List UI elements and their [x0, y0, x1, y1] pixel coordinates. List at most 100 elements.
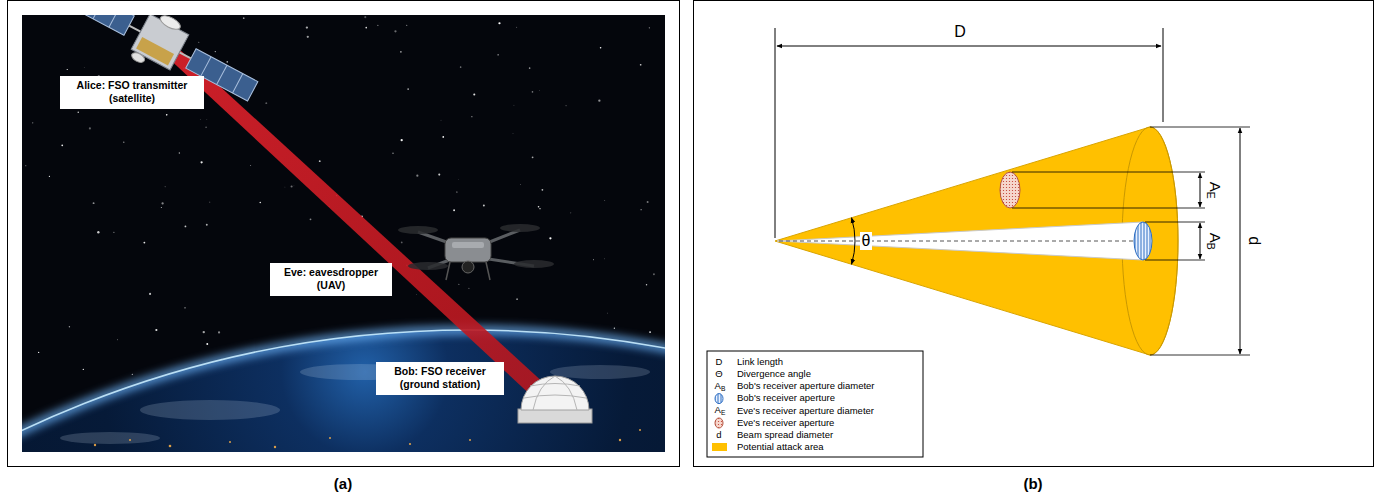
panel-frame	[694, 1, 1374, 467]
star	[143, 242, 145, 244]
legend-symbol: Θ	[715, 369, 722, 379]
legend-symbol: AE	[715, 405, 726, 416]
star	[89, 127, 91, 129]
star	[497, 54, 499, 56]
star	[83, 369, 84, 370]
label-box: Alice: FSO transmitter (satellite)	[60, 76, 204, 109]
legend-text: Eve's receiver aperture diameter	[737, 406, 874, 416]
legend-text: Bob's receiver aperture	[737, 393, 835, 403]
star	[471, 116, 472, 117]
star	[516, 298, 518, 300]
star	[32, 122, 33, 123]
star	[284, 186, 286, 188]
star	[161, 202, 163, 204]
attack-area-cone	[775, 127, 1178, 355]
star	[259, 202, 261, 204]
star	[498, 22, 500, 24]
star	[83, 66, 85, 68]
star	[25, 165, 26, 166]
beam-cone-diagram	[707, 28, 1250, 457]
star	[647, 201, 649, 203]
star	[520, 183, 522, 185]
satellite	[54, 15, 265, 116]
legend-text: Beam spread diameter	[737, 430, 833, 440]
legend-text: Bob's receiver aperture diameter	[737, 381, 875, 391]
star	[49, 176, 50, 177]
star	[460, 66, 462, 68]
star	[78, 112, 79, 113]
star	[468, 288, 469, 289]
ground-station	[518, 376, 592, 423]
laser-beam	[164, 48, 558, 400]
eve-aperture-dimension	[1200, 173, 1201, 207]
star	[166, 114, 168, 116]
legend-text: Potential attack area	[737, 442, 824, 452]
legend-symbol: d	[716, 430, 721, 440]
star	[291, 185, 293, 187]
star	[97, 231, 99, 233]
star	[649, 27, 650, 28]
star	[640, 209, 641, 210]
clouds	[60, 364, 650, 444]
star	[38, 352, 39, 353]
star	[218, 331, 220, 333]
star	[206, 119, 208, 121]
star	[440, 119, 442, 121]
star	[401, 242, 403, 244]
label-box: Eve: eavesdropper (UAV)	[270, 263, 392, 296]
star	[532, 156, 534, 158]
star	[646, 284, 647, 285]
star	[93, 202, 95, 204]
star	[226, 61, 228, 63]
aperture-dimension-lines	[1012, 127, 1250, 355]
star	[206, 343, 208, 345]
star	[604, 200, 606, 202]
dimension-label: AE	[1205, 181, 1224, 198]
star	[293, 185, 295, 187]
star	[394, 30, 396, 32]
star	[640, 64, 642, 66]
label-text: Bob: FSO receiver (ground station)	[381, 365, 499, 391]
star	[307, 36, 309, 38]
star	[565, 105, 567, 107]
star	[364, 16, 366, 18]
legend-text: Eve's receiver aperture	[737, 418, 834, 428]
star	[483, 204, 485, 206]
star	[438, 174, 440, 176]
star	[179, 152, 180, 153]
star	[614, 328, 615, 329]
legend-text: Divergence angle	[737, 369, 811, 379]
star	[593, 259, 595, 261]
link-length-dimension	[777, 46, 1161, 47]
star	[319, 160, 321, 162]
star	[538, 206, 540, 208]
star	[512, 132, 514, 134]
legend-swatch	[712, 443, 727, 451]
divergence-arc	[852, 218, 855, 265]
bob-aperture-dimension	[1200, 223, 1201, 259]
eve-aperture	[1000, 172, 1020, 208]
star	[604, 258, 606, 260]
star	[453, 209, 455, 211]
star	[539, 90, 541, 92]
star	[61, 144, 63, 146]
star	[203, 331, 205, 333]
legend-symbol: AB	[715, 381, 726, 392]
star	[265, 102, 267, 104]
star	[570, 212, 571, 213]
star	[243, 17, 245, 19]
star	[600, 47, 602, 49]
star	[401, 139, 403, 141]
star	[310, 218, 312, 220]
space-photo	[22, 15, 665, 452]
star	[184, 307, 185, 308]
panel-caption: (a)	[334, 476, 352, 493]
angle-label: θ	[860, 232, 873, 250]
dimension-extension	[775, 28, 776, 238]
legend-box	[707, 351, 923, 457]
star	[67, 69, 68, 70]
star	[649, 331, 651, 333]
star	[185, 226, 187, 228]
